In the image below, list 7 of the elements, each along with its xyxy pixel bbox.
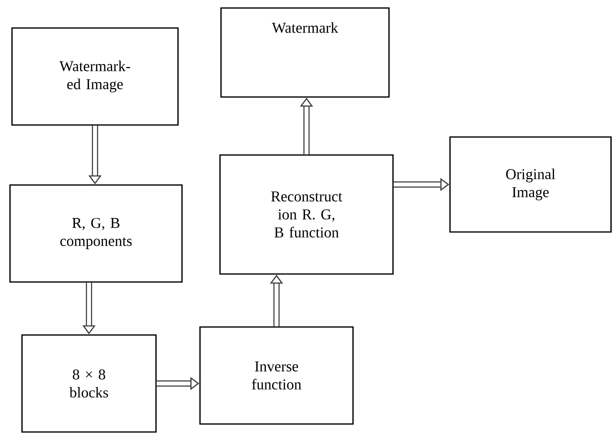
process-box: Inverse function — [199, 326, 354, 425]
process-box: Reconstruct ion R. G, B function — [219, 154, 394, 275]
process-box: R, G, B components — [9, 184, 183, 283]
process-box: Watermark — [220, 7, 390, 98]
process-box: 8 × 8 blocks — [21, 334, 157, 433]
process-box: Original Image — [449, 136, 612, 233]
process-box: Watermark- ed Image — [11, 27, 179, 126]
